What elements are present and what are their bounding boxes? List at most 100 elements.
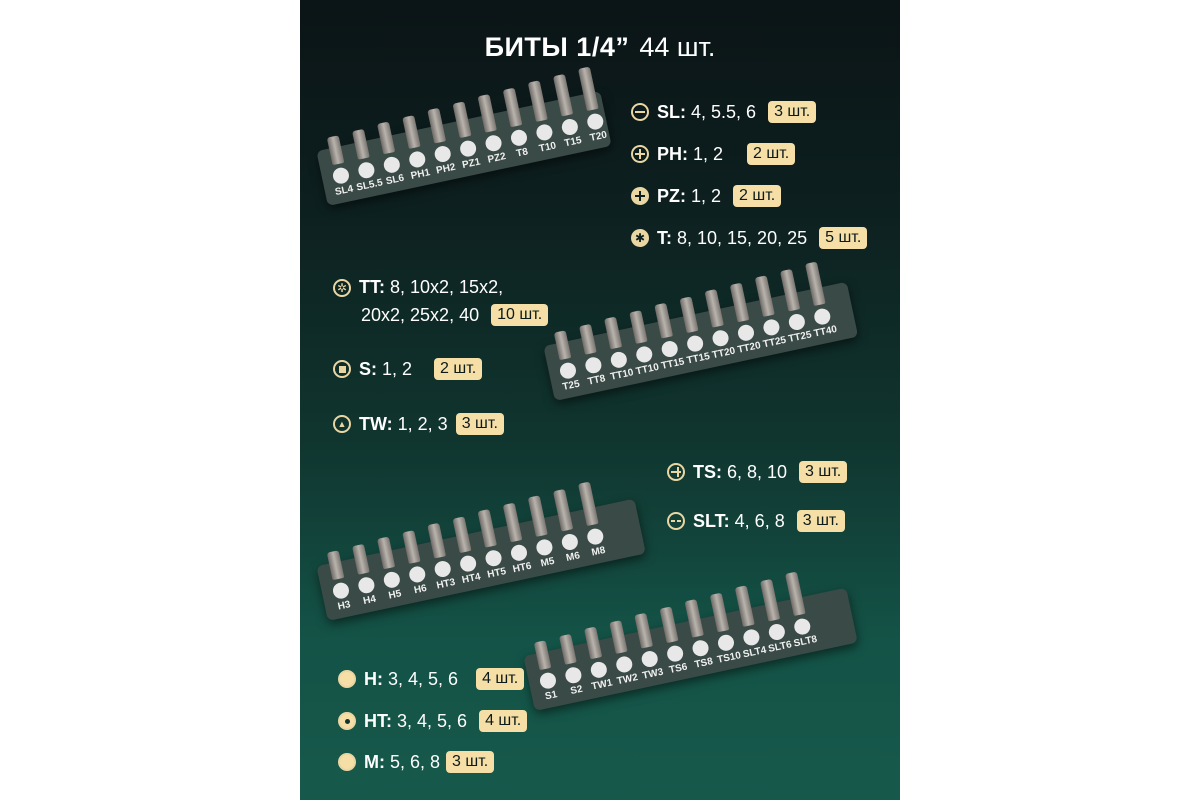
- bit-label: TT20: [736, 340, 762, 356]
- bit-label: HT4: [460, 571, 482, 587]
- bit-label: H6: [413, 582, 428, 597]
- profile-mark-icon: [458, 139, 478, 159]
- profile-mark-icon: [560, 117, 580, 137]
- bit-icon: [679, 295, 699, 334]
- bit-label: TS6: [668, 661, 689, 677]
- bit-label: SL6: [384, 172, 406, 188]
- triwing-icon: ▲: [333, 415, 351, 433]
- profile-mark-icon: [484, 133, 504, 153]
- legend-sl: SL: 4, 5.5, 6 3 шт.: [631, 101, 817, 123]
- bit-label: TT10: [609, 367, 635, 383]
- bit-label: PZ2: [486, 151, 507, 166]
- bit-label: H3: [336, 599, 352, 613]
- bit-icon: [604, 316, 623, 350]
- bit-label: SLT6: [767, 639, 793, 655]
- bit-icon: [477, 509, 497, 548]
- spanner-icon: [667, 512, 685, 530]
- slot-icon: [631, 103, 649, 121]
- profile-mark-icon: [509, 128, 529, 148]
- profile-mark-icon: [741, 627, 761, 647]
- legend-code: H:: [364, 668, 383, 689]
- profile-mark-icon: [433, 144, 453, 164]
- bit-label: TS8: [693, 656, 714, 671]
- profile-mark-icon: [331, 581, 351, 601]
- bit-icon: [377, 536, 396, 570]
- legend-values: 4, 5.5, 6: [691, 101, 757, 122]
- bit-icon: [552, 488, 574, 532]
- hex-icon: [338, 670, 356, 688]
- bit-icon: [804, 261, 826, 307]
- bit-label: PZ1: [461, 156, 482, 172]
- legend-slt: SLT: 4, 6, 8 3 шт.: [667, 510, 845, 532]
- bit-icon: [553, 330, 572, 361]
- page-title: БИТЫ 1/4” 44 шт.: [300, 32, 900, 63]
- bit-label: HT5: [486, 566, 508, 581]
- bit-icon: [704, 289, 724, 328]
- bit-label: HT6: [511, 560, 533, 576]
- legend-values: 5, 6, 8: [390, 751, 441, 772]
- profile-mark-icon: [433, 559, 453, 579]
- bit-icon: [784, 571, 806, 617]
- profile-mark-icon: [761, 317, 781, 337]
- legend-values: 20x2, 25x2, 40: [361, 304, 480, 325]
- profile-mark-icon: [634, 344, 654, 364]
- count-badge: 2 шт.: [733, 185, 782, 207]
- profile-mark-icon: [792, 617, 812, 637]
- hex-tamper-icon: [338, 712, 356, 730]
- profile-mark-icon: [691, 638, 711, 658]
- bit-label: SLT4: [741, 644, 768, 661]
- profile-mark-icon: [534, 122, 554, 142]
- bit-label: PH2: [435, 161, 457, 177]
- legend-m: M: 5, 6, 8 3 шт.: [338, 751, 495, 773]
- profile-mark-icon: [331, 166, 351, 186]
- profile-mark-icon: [685, 334, 705, 354]
- profile-mark-icon: [589, 660, 609, 680]
- profile-mark-icon: [640, 649, 660, 669]
- bit-icon: [326, 135, 345, 166]
- profile-mark-icon: [407, 149, 427, 169]
- bit-label: S2: [569, 683, 584, 698]
- profile-mark-icon: [538, 671, 558, 691]
- bit-icon: [578, 323, 597, 355]
- bit-label: SL4: [334, 183, 355, 199]
- bit-label: TT25: [762, 334, 788, 351]
- bit-icon: [351, 128, 370, 160]
- torx-tamper-icon: ✲: [333, 278, 351, 297]
- square-icon: [333, 360, 351, 378]
- legend-values: 4, 6, 8: [734, 510, 785, 531]
- profile-mark-icon: [356, 160, 376, 180]
- legend-code: TT:: [359, 277, 385, 297]
- count-badge: 3 шт.: [446, 751, 495, 773]
- profile-mark-icon: [484, 548, 504, 568]
- bit-label: S1: [544, 689, 559, 703]
- legend-values: 1, 2: [693, 143, 724, 164]
- profile-mark-icon: [660, 339, 680, 359]
- bit-icon: [502, 87, 523, 128]
- phillips-icon: [631, 145, 649, 163]
- bit-label: SLT8: [792, 633, 819, 650]
- bit-icon: [533, 640, 552, 671]
- title-count: 44 шт.: [639, 32, 716, 62]
- bit-label: TW1: [590, 677, 614, 693]
- count-badge: 5 шт.: [819, 227, 868, 249]
- count-badge: 3 шт.: [768, 101, 817, 123]
- bit-label: TT15: [685, 350, 711, 367]
- profile-mark-icon: [585, 112, 605, 132]
- bit-icon: [402, 114, 421, 149]
- title-main: БИТЫ 1/4”: [484, 32, 630, 62]
- bit-label: M6: [565, 550, 582, 564]
- count-badge: 3 шт.: [796, 510, 845, 532]
- profile-mark-icon: [407, 564, 427, 584]
- bit-icon: [326, 550, 345, 581]
- bit-icon: [584, 626, 603, 660]
- legend-code: SLT:: [693, 510, 730, 531]
- legend-values: 8, 10, 15, 20, 25: [677, 227, 808, 248]
- legend-ph: PH: 1, 2 2 шт.: [631, 143, 796, 165]
- count-badge: 10 шт.: [491, 304, 549, 326]
- count-badge: 3 шт.: [455, 413, 504, 435]
- profile-mark-icon: [534, 537, 554, 557]
- bit-label: TW2: [616, 672, 639, 688]
